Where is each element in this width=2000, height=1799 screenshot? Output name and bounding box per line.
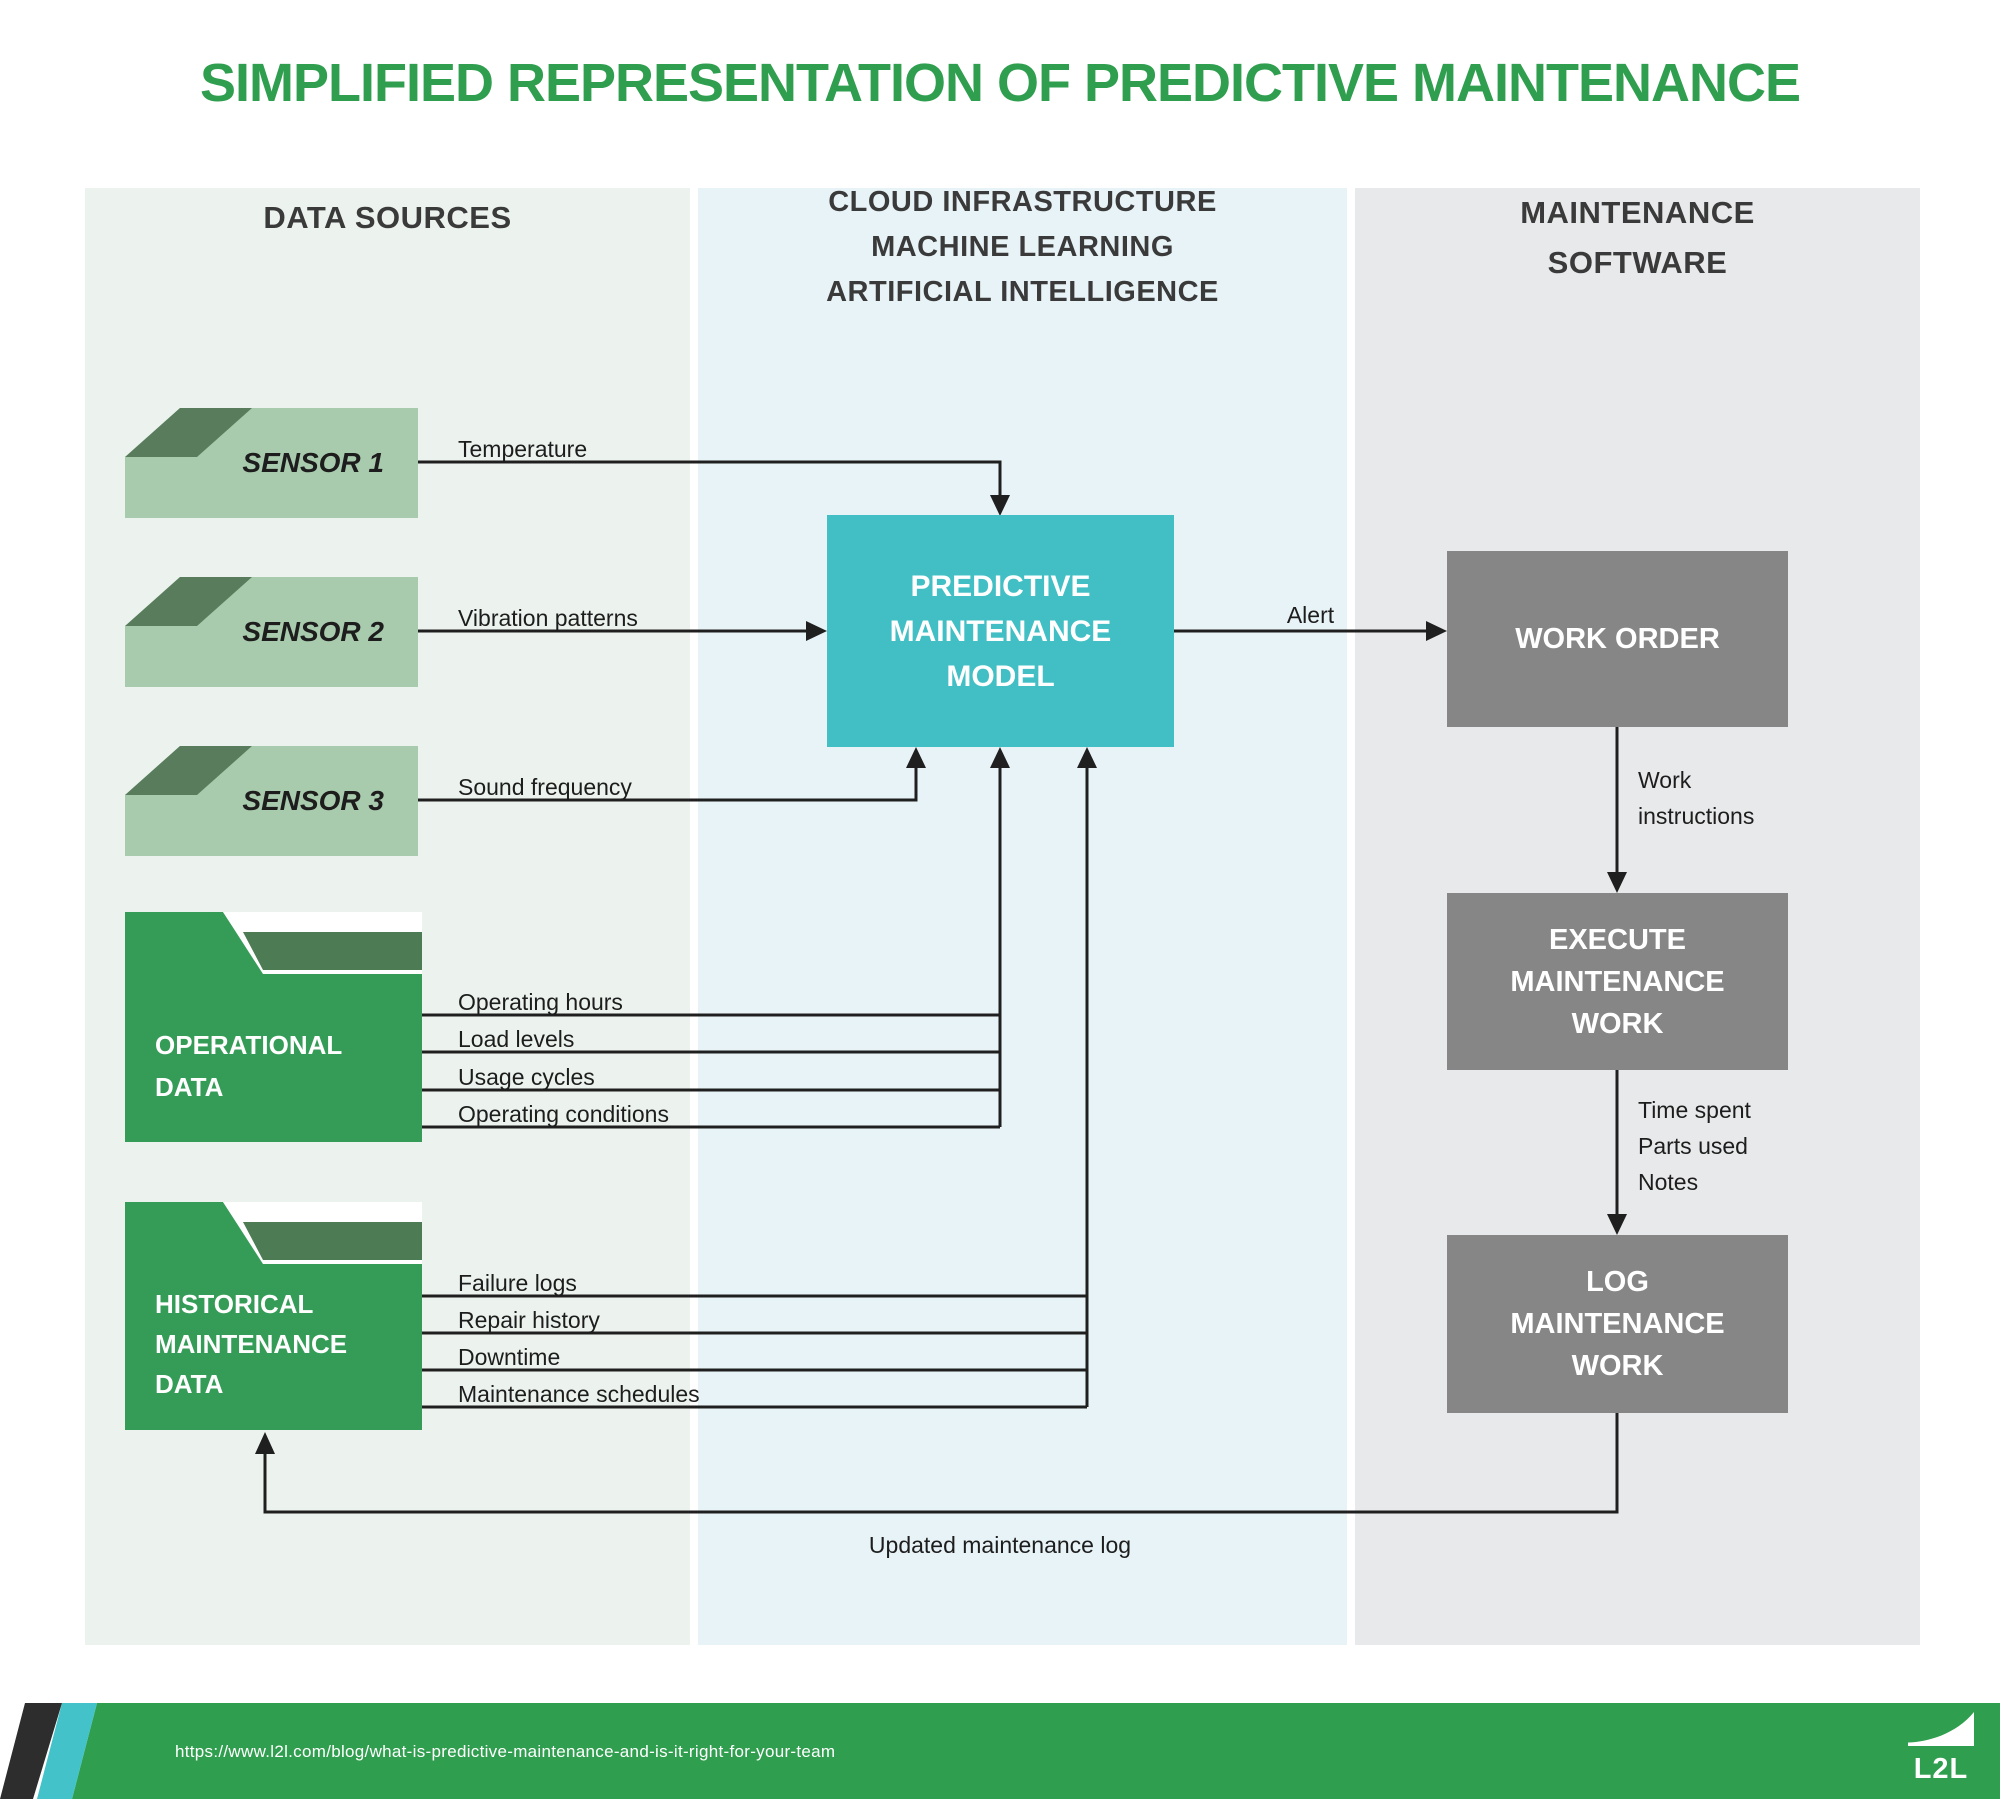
header-maintenance-software: MAINTENANCE SOFTWARE: [1355, 188, 1920, 288]
header-software-line: SOFTWARE: [1547, 245, 1728, 280]
page-title: SIMPLIFIED REPRESENTATION OF PREDICTIVE …: [199, 53, 1801, 113]
sensor-top-face: [125, 577, 252, 626]
sensor-shape: [125, 408, 418, 518]
edge-label-operating-conditions: Operating conditions: [458, 1101, 669, 1127]
source-url-link[interactable]: https://www.l2l.com/blog/what-is-predict…: [175, 1742, 836, 1761]
l2l-logo-text: L2L: [1913, 1753, 1969, 1785]
historical-data-label: HISTORICAL MAINTENANCE DATA: [155, 1289, 348, 1399]
l2l-swoosh-icon: [1908, 1712, 1974, 1746]
edge-label-alert: Alert: [1286, 602, 1335, 628]
sensor-top-face: [125, 746, 252, 795]
sensor-top-face: [125, 408, 252, 457]
header-cloud-line: ARTIFICIAL INTELLIGENCE: [826, 276, 1219, 308]
sensor-1-label: SENSOR 1: [242, 447, 384, 478]
sensor-1-node: SENSOR 1: [125, 408, 418, 518]
header-cloud-line: CLOUD INFRASTRUCTURE: [828, 186, 1217, 218]
operational-data-label: OPERATIONAL DATA: [155, 1030, 343, 1102]
sensor-shape: [125, 577, 418, 687]
footer-band: [72, 1703, 2000, 1799]
folder-tab: [243, 1222, 422, 1260]
edge-label-temperature: Temperature: [458, 436, 588, 462]
sensor-2-label: SENSOR 2: [242, 616, 384, 647]
panel-cloud: [698, 188, 1347, 1645]
header-data-sources: DATA SOURCES: [263, 200, 512, 235]
sensor-shape: [125, 746, 418, 856]
edge-label-sound: Sound frequency: [458, 774, 632, 800]
work-order-node: WORK ORDER: [1447, 551, 1788, 727]
header-cloud: CLOUD INFRASTRUCTURE MACHINE LEARNING AR…: [698, 180, 1347, 315]
sensor-3-label: SENSOR 3: [242, 785, 384, 816]
folder-shape: [125, 1202, 422, 1430]
edge-label-updated-log: Updated maintenance log: [868, 1532, 1132, 1558]
log-maintenance-work-node: LOG MAINTENANCE WORK: [1447, 1235, 1788, 1413]
l2l-logo: L2L: [1908, 1712, 1974, 1786]
edge-label-downtime: Downtime: [458, 1344, 561, 1370]
execute-maintenance-work-node: EXECUTE MAINTENANCE WORK: [1447, 893, 1788, 1070]
predictive-maintenance-model-node: PREDICTIVE MAINTENANCE MODEL: [827, 515, 1174, 747]
edge-label-vibration: Vibration patterns: [458, 605, 638, 631]
folder-tab: [243, 932, 422, 970]
historical-data-folder: HISTORICAL MAINTENANCE DATA: [125, 1202, 422, 1430]
edge-label-execution-log: Time spent Parts used Notes: [1638, 1097, 1751, 1195]
edge-label-load-levels: Load levels: [458, 1026, 575, 1052]
edge-label-work-instructions: Work instructions: [1638, 767, 1755, 829]
edge-label-maintenance-schedules: Maintenance schedules: [458, 1381, 700, 1407]
sensor-2-node: SENSOR 2: [125, 577, 418, 687]
edge-label-usage-cycles: Usage cycles: [458, 1064, 595, 1090]
header-cloud-line: MACHINE LEARNING: [871, 231, 1174, 263]
edge-label-operating-hours: Operating hours: [458, 989, 623, 1015]
header-software-line: MAINTENANCE: [1520, 195, 1755, 230]
edge-label-repair-history: Repair history: [458, 1307, 600, 1333]
folder-shape: [125, 912, 422, 1142]
sensor-3-node: SENSOR 3: [125, 746, 418, 856]
operational-data-folder: OPERATIONAL DATA: [125, 912, 422, 1142]
edge-label-failure-logs: Failure logs: [458, 1270, 577, 1296]
